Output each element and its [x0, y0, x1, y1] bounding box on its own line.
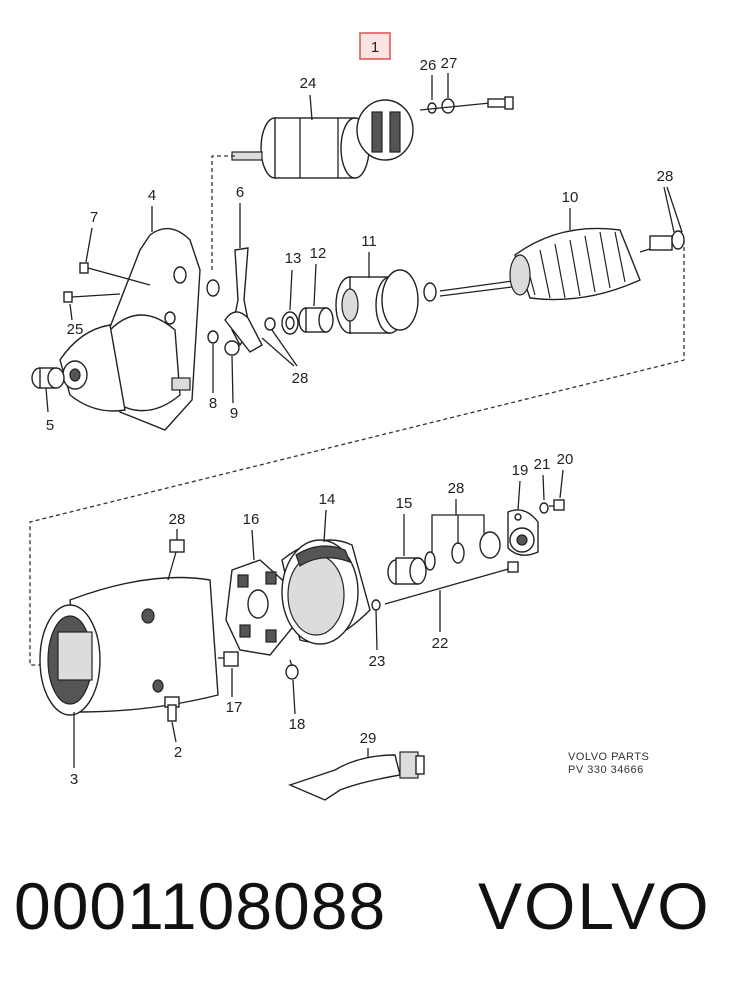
callout-21[interactable]: 21	[534, 456, 551, 473]
callout-14[interactable]: 14	[319, 491, 336, 508]
armature-10	[439, 227, 685, 301]
callout-13[interactable]: 13	[285, 250, 302, 267]
callout-27[interactable]: 27	[441, 55, 458, 72]
washer-28-a	[424, 551, 436, 571]
ring-28	[423, 282, 437, 302]
reference-line-1: VOLVO PARTS	[568, 751, 649, 763]
callout-24[interactable]: 24	[300, 75, 317, 92]
callout-28-yoke[interactable]: 28	[169, 511, 186, 528]
callout-12[interactable]: 12	[310, 245, 327, 262]
callout-6[interactable]: 6	[236, 184, 244, 201]
solenoid	[231, 99, 414, 179]
washer-23	[371, 599, 381, 611]
washer-8	[207, 330, 219, 344]
screw-25	[63, 291, 121, 303]
callout-20[interactable]: 20	[557, 451, 574, 468]
callout-8[interactable]: 8	[209, 395, 217, 412]
end-cover-14	[281, 539, 371, 645]
callout-19[interactable]: 19	[512, 462, 529, 479]
callout-1[interactable]: 1	[371, 39, 379, 56]
washer-28-b	[451, 542, 465, 564]
bushing-15	[387, 557, 427, 585]
pin-28a	[206, 279, 220, 297]
screw-2	[164, 696, 180, 722]
exploded-parts-diagram: 1 24 26 27	[29, 32, 685, 801]
terminal-28-yoke	[167, 539, 185, 581]
callout-28-armature[interactable]: 28	[657, 168, 674, 185]
grease-tube-29	[288, 751, 425, 801]
callout-22[interactable]: 22	[432, 635, 449, 652]
callout-29[interactable]: 29	[360, 730, 377, 747]
brush-holder-16	[225, 559, 293, 656]
through-bolt-22	[384, 567, 513, 605]
reference-line-2: PV 330 34666	[568, 764, 644, 776]
collar-12	[298, 307, 334, 333]
part-number: 0001108088	[14, 869, 387, 943]
bearing-plate-19	[507, 509, 539, 556]
callout-16[interactable]: 16	[243, 511, 260, 528]
bushing-5	[31, 367, 65, 389]
callout-26[interactable]: 26	[420, 57, 437, 74]
fork-lever-6	[224, 247, 263, 353]
pin-28b	[264, 317, 276, 331]
terminal-18	[285, 659, 299, 680]
callout-7[interactable]: 7	[90, 209, 98, 226]
callout-23[interactable]: 23	[369, 653, 386, 670]
bolt-7	[79, 262, 151, 286]
highlight-box[interactable]	[359, 32, 391, 60]
footer	[0, 830, 735, 992]
callout-18[interactable]: 18	[289, 716, 306, 733]
callout-10[interactable]: 10	[562, 189, 579, 206]
callout-5[interactable]: 5	[46, 417, 54, 434]
terminal-17	[218, 651, 239, 667]
callout-9[interactable]: 9	[230, 405, 238, 422]
callout-15[interactable]: 15	[396, 495, 413, 512]
callout-28-washers[interactable]: 28	[448, 480, 465, 497]
solenoid-hardware	[419, 96, 514, 114]
washer-28-c	[479, 531, 501, 559]
pinion-drive-11	[335, 269, 419, 334]
washer-13	[281, 311, 299, 335]
field-frame-3	[39, 576, 219, 716]
callout-17[interactable]: 17	[226, 699, 243, 716]
nut-9	[224, 340, 240, 356]
brand-name: VOLVO	[478, 869, 711, 943]
callout-25[interactable]: 25	[67, 321, 84, 338]
callout-2[interactable]: 2	[174, 744, 182, 761]
callout-11[interactable]: 11	[361, 233, 377, 250]
callout-3[interactable]: 3	[70, 771, 78, 788]
callout-28-fork[interactable]: 28	[292, 370, 309, 387]
callout-4[interactable]: 4	[148, 187, 156, 204]
washer-21	[539, 502, 549, 514]
screw-20	[549, 499, 565, 511]
